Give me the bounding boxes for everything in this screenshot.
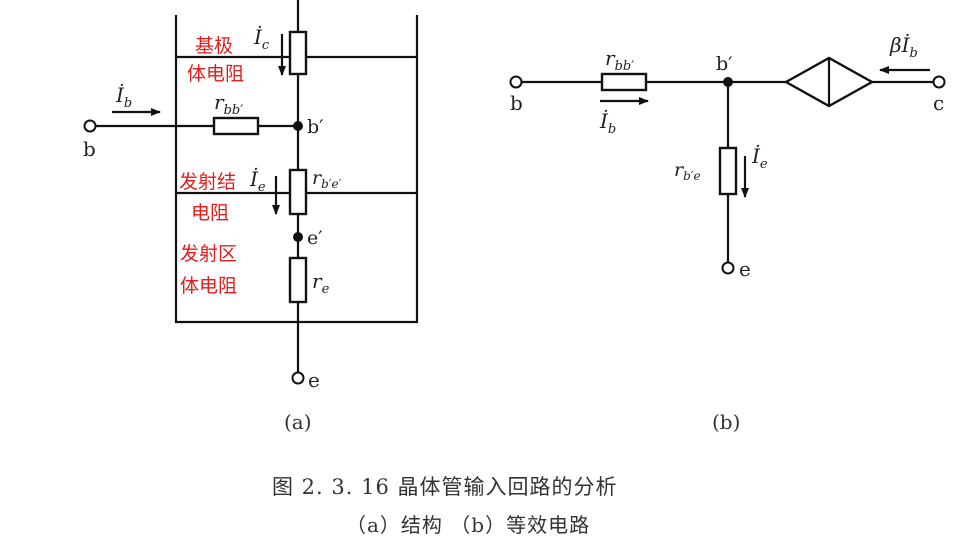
label-junction-2: 电阻 (191, 202, 229, 224)
base-bulk-resistor (288, 30, 308, 76)
collector-terminal-b (932, 75, 946, 89)
label-c-b: c (933, 91, 944, 115)
label-rbb-b: rbb′ (605, 46, 634, 74)
label-e: e (308, 368, 320, 392)
junction-resistor (288, 168, 308, 216)
base-terminal (83, 119, 97, 133)
label-base-bulk-1: 基极 (195, 35, 233, 57)
emitter-bulk-resistor (288, 256, 308, 304)
node-eprime (293, 232, 303, 242)
rbe-resistor-b (718, 146, 738, 196)
label-ie-b: İe (751, 144, 768, 172)
rbb-resistor-b (600, 72, 648, 92)
label-rbb: rbb′ (214, 90, 243, 118)
transistor-body-outline (174, 15, 419, 324)
subfigure-a-label: (a) (284, 410, 312, 434)
label-base-bulk-2: 体电阻 (187, 63, 244, 85)
emitter-terminal (291, 371, 305, 385)
label-rbe: rb′e′ (312, 167, 342, 191)
label-ie: İe (249, 167, 266, 195)
label-emitter-bulk-2: 体电阻 (180, 275, 237, 297)
label-beta-ib: βİb (889, 33, 918, 61)
label-ib: İb (115, 83, 132, 111)
figure-caption-sub: （a）结构 （b）等效电路 (346, 513, 590, 537)
label-bprime-b: b′ (716, 53, 732, 75)
label-junction-1: 发射结 (179, 171, 236, 193)
label-bprime: b′ (307, 116, 323, 138)
panel-a: 基极 体电阻 发射结 电阻 发射区 体电阻 İc İb b rbb′ b′ İe… (83, 0, 419, 434)
label-rbe-b: rb′e (674, 159, 701, 183)
base-terminal-b (509, 75, 523, 89)
figure-caption-title: 图 2. 3. 16 晶体管输入回路的分析 (272, 475, 618, 499)
label-emitter-bulk-1: 发射区 (180, 243, 237, 265)
rbb-resistor (212, 116, 260, 136)
label-eprime: e′ (307, 227, 323, 249)
label-ic: İc (253, 25, 270, 53)
label-b-b: b (510, 91, 523, 115)
panel-b: b rbb′ İb b′ βİb c rb′e İe e (b) (509, 33, 946, 434)
emitter-terminal-b (721, 261, 735, 275)
label-re: re (312, 269, 330, 297)
label-e-b: e (739, 257, 751, 281)
subfigure-b-label: (b) (712, 410, 740, 434)
label-b: b (83, 137, 96, 161)
label-ib-b: İb (599, 109, 616, 137)
